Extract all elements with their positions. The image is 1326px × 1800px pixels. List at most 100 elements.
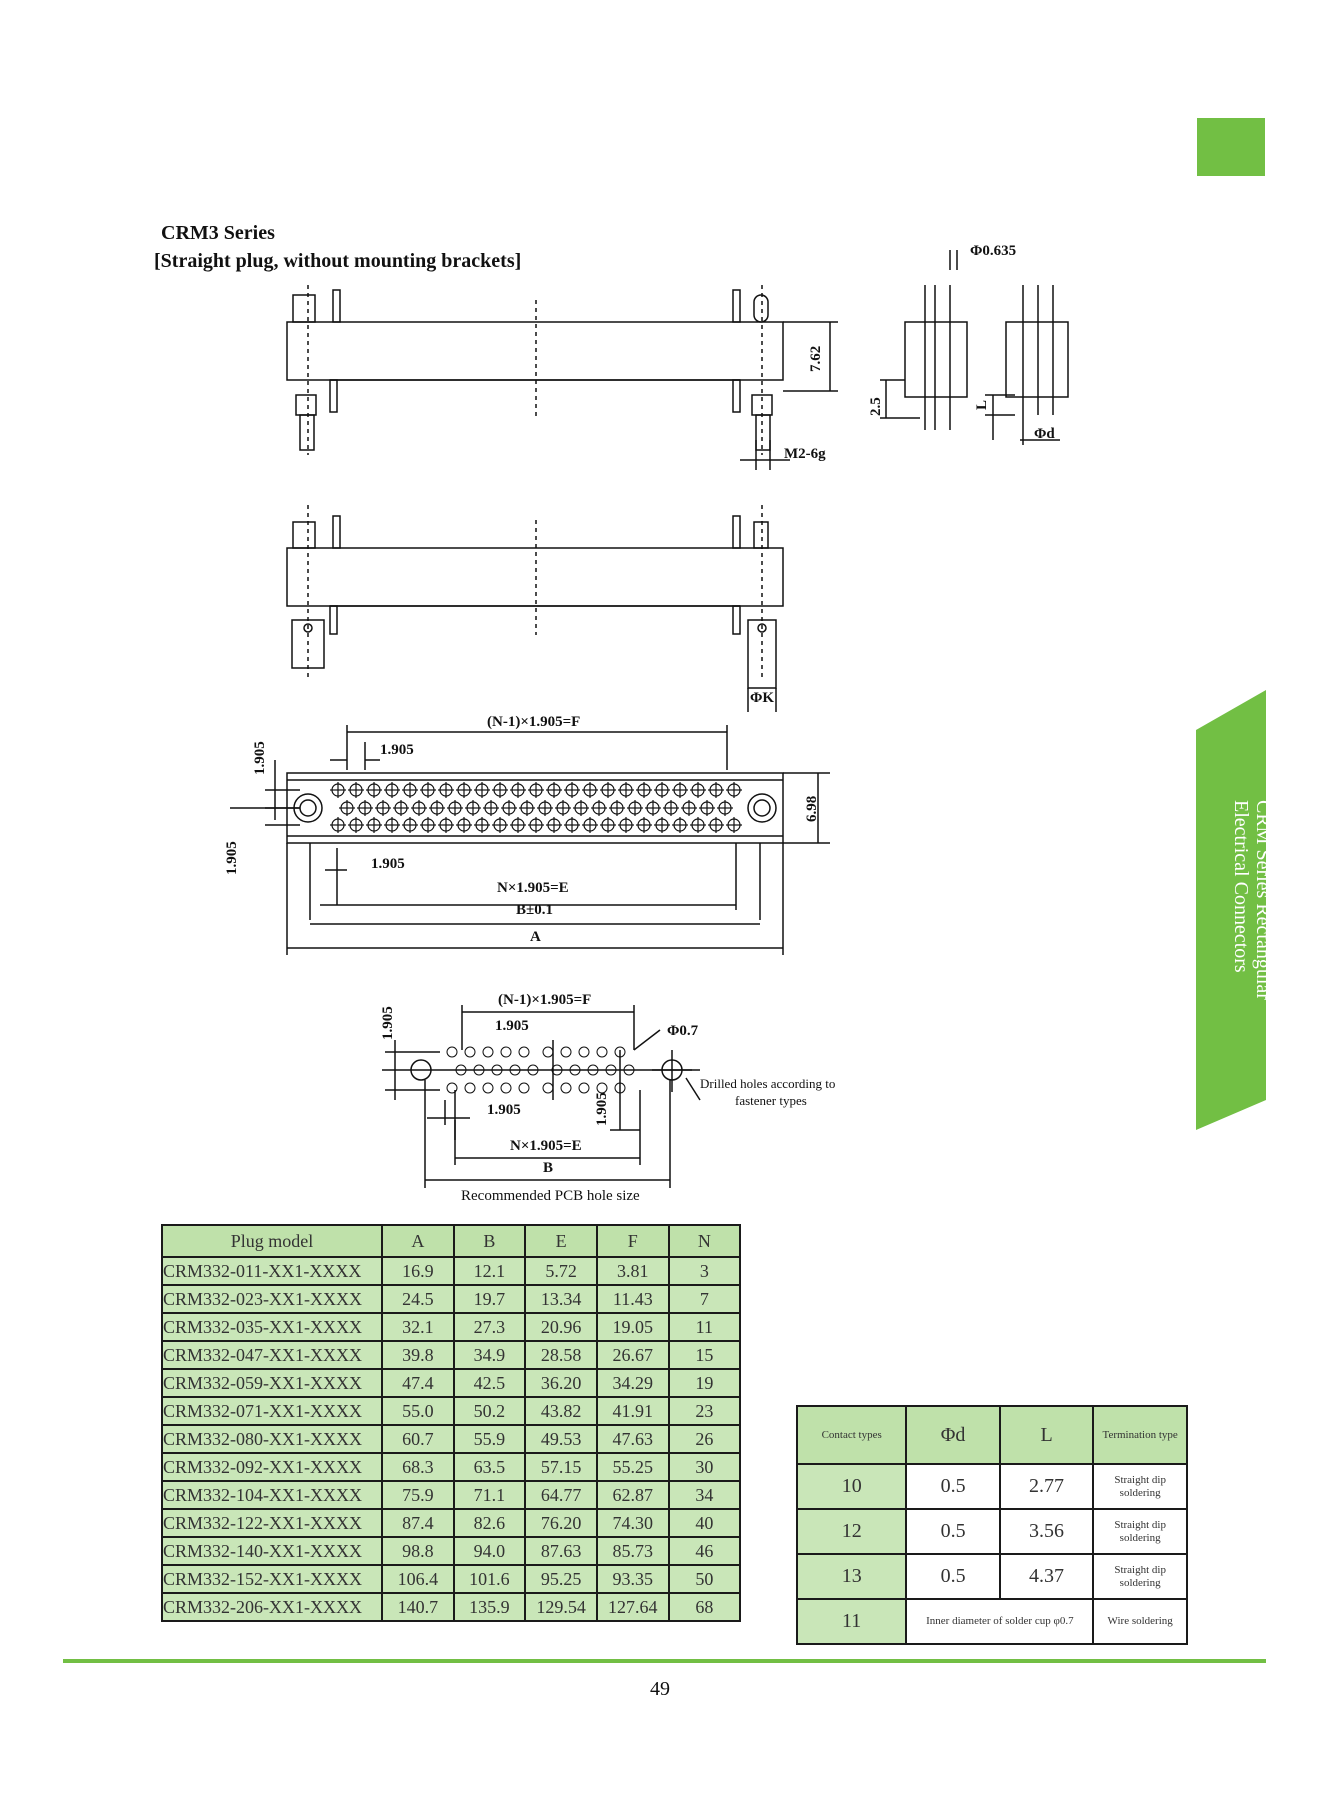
dimension-cell: 87.63 [524,1536,598,1566]
side-tab-background [1196,690,1266,1130]
dimension-cell: 101.6 [452,1564,527,1594]
pcb-dim-1905-top: 1.905 [495,1018,529,1034]
pcb-hole [587,1064,599,1076]
dimension-cell: 76.20 [524,1508,598,1538]
corner-color-tab [1197,118,1265,176]
pcb-hole [446,1082,458,1094]
contact-value-cell: 0.5 [905,1508,1001,1555]
dimension-cell: 135.9 [452,1592,527,1622]
plug-model-cell: CRM332-059-XX1-XXXX [160,1368,384,1398]
dimension-cell: 106.4 [381,1564,455,1594]
drilled-holes-note-1: Drilled holes according to [700,1076,835,1091]
pcb-hole [605,1064,617,1076]
pcb-hole [473,1064,485,1076]
dim-2-5: 2.5 [868,397,884,416]
contact-value-cell: 2.77 [998,1463,1095,1510]
dimension-cell: 28.58 [524,1340,598,1370]
pcb-hole [500,1046,512,1058]
dimension-cell: 71.1 [452,1480,527,1510]
contact-value-cell: Straight dip soldering [1092,1463,1188,1510]
pcb-hole [542,1046,554,1058]
dimension-cell: 15 [667,1340,742,1370]
plug-model-cell: CRM332-047-XX1-XXXX [160,1340,384,1370]
dimension-cell: 50 [667,1564,742,1594]
dimension-cell: 27.3 [452,1312,527,1342]
plug-model-cell: CRM332-140-XX1-XXXX [160,1536,384,1566]
pcb-hole [596,1082,608,1094]
dimension-cell: 47.63 [595,1424,670,1454]
pcb-hole [623,1064,635,1076]
dimension-cell: 36.20 [524,1368,598,1398]
dimension-cell: 11.43 [595,1284,670,1314]
pcb-hole [614,1046,626,1058]
contact-value-cell: Straight dip soldering [1092,1553,1188,1600]
dim-f-label: (N-1)×1.905=F [487,714,580,730]
dimension-cell: 13.34 [524,1284,598,1314]
pcb-hole [578,1046,590,1058]
dimension-cell: 26 [667,1424,742,1454]
dim-6-98: 6.98 [804,796,820,822]
col-e: E [524,1224,598,1258]
pcb-hole [560,1082,572,1094]
pcb-hole [500,1082,512,1094]
pcb-hole [464,1082,476,1094]
pcb-dim-1905-left: 1.905 [380,1006,396,1040]
col-a: A [381,1224,455,1258]
contact-table-header: Contact types Φd L Termination type [795,1405,1188,1465]
dimension-cell: 94.0 [452,1536,527,1566]
dimension-cell: 11 [667,1312,742,1342]
col-termination-type: Termination type [1092,1405,1188,1465]
dimension-cell: 32.1 [381,1312,455,1342]
dim-L: L [974,400,990,410]
technical-drawing: Φ0.635 7.62 2.5 L Φd M2-6g ΦK (N-1)×1.90… [224,243,1069,1204]
contact-value-cell: 4.37 [998,1553,1095,1600]
dimension-cell: 74.30 [595,1508,670,1538]
dimension-cell: 127.64 [595,1592,670,1622]
dimension-cell: 55.9 [452,1424,527,1454]
pcb-hole [482,1046,494,1058]
dimension-cell: 55.0 [381,1396,455,1426]
plug-model-cell: CRM332-152-XX1-XXXX [160,1564,384,1594]
col-phi-d: Φd [905,1405,1001,1465]
contact-grid [330,782,742,833]
contact-value-cell: 3.56 [998,1508,1095,1555]
dim-b-tolerance: B±0.1 [516,902,553,918]
series-subtitle: [Straight plug, without mounting bracket… [154,250,522,272]
dimension-cell: 3 [667,1256,742,1286]
dimension-cell: 47.4 [381,1368,455,1398]
plug-dimensions-table: Plug model A B E F N CRM332-011-XX1-XXXX… [160,1224,742,1622]
col-b: B [452,1224,527,1258]
dimension-cell: 20.96 [524,1312,598,1342]
contact-value-cell: Wire soldering [1092,1598,1188,1645]
dimension-cell: 85.73 [595,1536,670,1566]
dimension-cell: 129.54 [524,1592,598,1622]
dimension-cell: 82.6 [452,1508,527,1538]
dim-phi-d: Φd [1034,426,1055,442]
plug-table-header: Plug model A B E F N [160,1224,742,1258]
contact-type-cell: 11 [795,1598,908,1645]
dim-phi-k: ΦK [750,690,774,706]
pcb-hole [614,1082,626,1094]
pcb-hole [527,1064,539,1076]
pcb-hole [509,1064,521,1076]
pcb-hole [482,1082,494,1094]
dim-m2-6g: M2-6g [784,446,826,462]
contact-value-cell: Straight dip soldering [1092,1508,1188,1555]
dim-1905-top: 1.905 [380,742,414,758]
dimension-cell: 87.4 [381,1508,455,1538]
pcb-hole [518,1082,530,1094]
series-title: CRM3 Series [161,222,275,244]
pcb-hole [542,1082,554,1094]
dimension-cell: 63.5 [452,1452,527,1482]
pcb-dim-phi-07: Φ0.7 [667,1023,699,1039]
col-plug-model: Plug model [160,1224,384,1258]
dimension-cell: 57.15 [524,1452,598,1482]
